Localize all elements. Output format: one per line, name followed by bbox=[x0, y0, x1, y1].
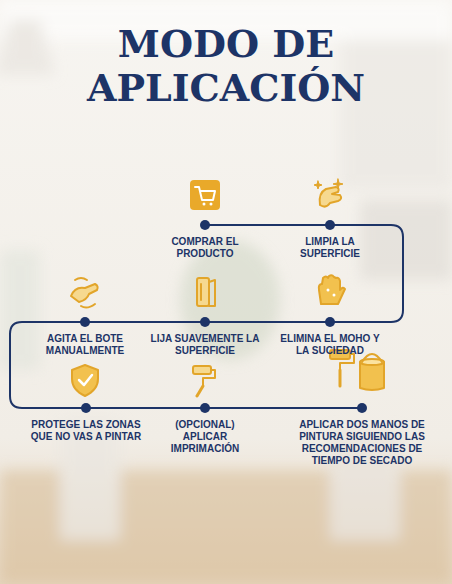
flow-line bbox=[255, 224, 280, 226]
step-node: LIMPIA LA SUPERFICIE bbox=[280, 220, 380, 260]
step-dot bbox=[200, 220, 210, 230]
step-label: (OPCIONAL) APLICAR IMPRIMACIÓN bbox=[153, 419, 257, 455]
step-label: AGITA EL BOTE MANUALMENTE bbox=[30, 333, 140, 357]
flow-line-stub bbox=[330, 224, 380, 226]
flow-line-stub bbox=[205, 407, 257, 409]
flow-line-stub bbox=[153, 407, 205, 409]
flow-line-stub bbox=[280, 224, 330, 226]
step-label: LIMPIA LA SUPERFICIE bbox=[280, 236, 380, 260]
flow-line-stub bbox=[330, 321, 385, 323]
flow-line-stub bbox=[150, 321, 205, 323]
flow-line bbox=[260, 321, 275, 323]
step-node: APLICAR DOS MANOS DE PINTURA SIGUIENDO L… bbox=[284, 403, 440, 467]
flow-line-stub bbox=[284, 407, 362, 409]
step-node: PROTEGE LAS ZONAS QUE NO VAS A PINTAR bbox=[22, 403, 150, 443]
step-dot bbox=[80, 317, 90, 327]
flow-line-stub bbox=[275, 321, 330, 323]
flow-line bbox=[10, 322, 30, 408]
flow-line-stub bbox=[86, 407, 150, 409]
step-dot bbox=[357, 403, 367, 413]
flow-line-stub bbox=[85, 321, 140, 323]
step-label: PROTEGE LAS ZONAS QUE NO VAS A PINTAR bbox=[22, 419, 150, 443]
step-dot bbox=[200, 317, 210, 327]
flow-line-stub bbox=[205, 321, 260, 323]
step-node: ELIMINA EL MOHO Y LA SUCIEDAD bbox=[275, 317, 385, 357]
step-node: COMPRAR EL PRODUCTO bbox=[155, 220, 255, 260]
flow-line bbox=[257, 407, 284, 409]
flow-line-stub bbox=[30, 321, 85, 323]
step-label: APLICAR DOS MANOS DE PINTURA SIGUIENDO L… bbox=[284, 419, 440, 467]
step-dot bbox=[81, 403, 91, 413]
step-label: COMPRAR EL PRODUCTO bbox=[155, 236, 255, 260]
step-node: LIJA SUAVEMENTE LA SUPERFICIE bbox=[150, 317, 260, 357]
step-node: AGITA EL BOTE MANUALMENTE bbox=[30, 317, 140, 357]
step-dot bbox=[325, 317, 335, 327]
flow-line-stub bbox=[205, 224, 255, 226]
step-node: (OPCIONAL) APLICAR IMPRIMACIÓN bbox=[153, 403, 257, 455]
step-dot bbox=[325, 220, 335, 230]
flow-line bbox=[140, 321, 150, 323]
step-label: LIJA SUAVEMENTE LA SUPERFICIE bbox=[150, 333, 260, 357]
flow-line bbox=[380, 225, 403, 322]
flow-line-stub bbox=[22, 407, 86, 409]
step-label: ELIMINA EL MOHO Y LA SUCIEDAD bbox=[275, 333, 385, 357]
diagram-title: MODO DE APLICACIÓN bbox=[46, 22, 406, 110]
step-dot bbox=[200, 403, 210, 413]
